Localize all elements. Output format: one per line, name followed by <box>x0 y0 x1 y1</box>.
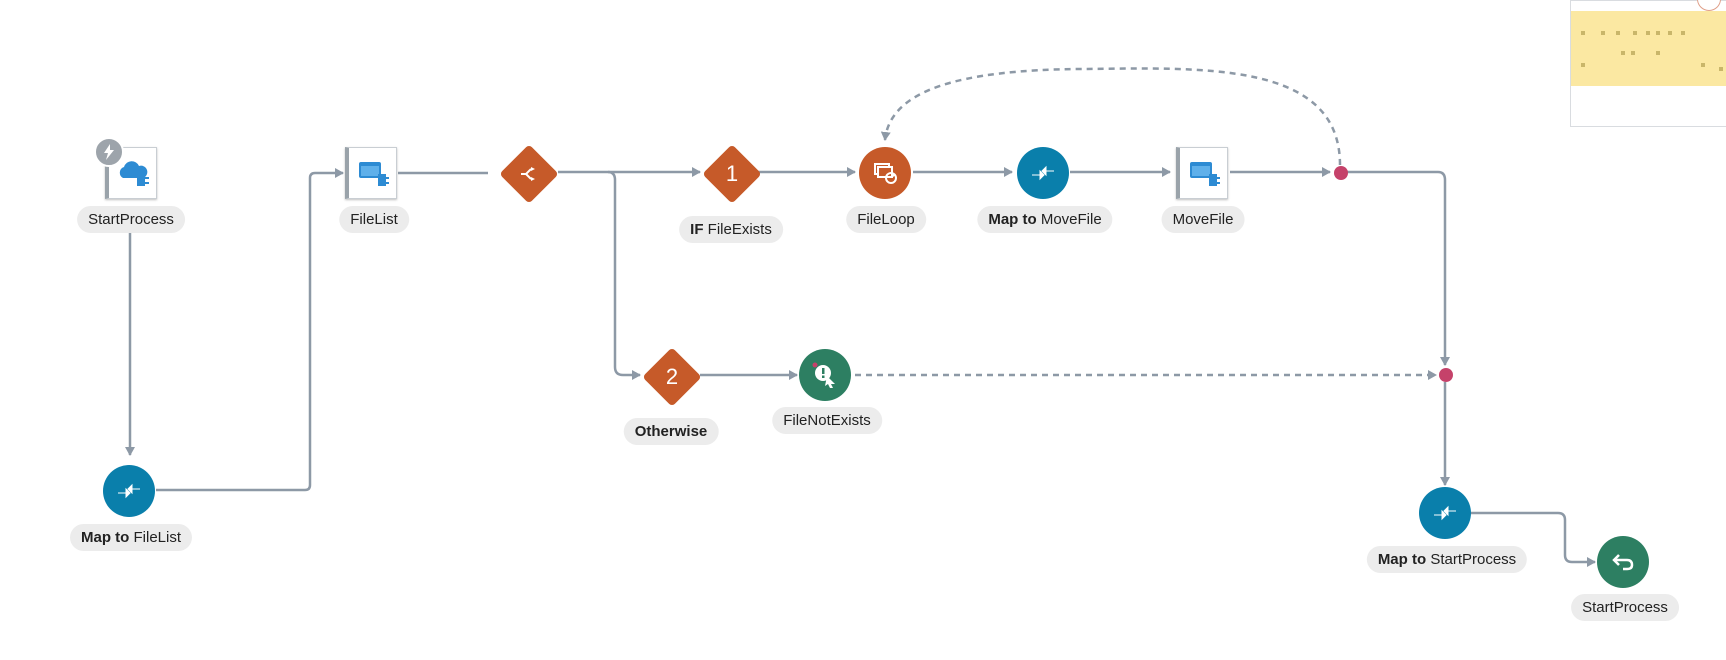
merge-point[interactable] <box>1439 368 1453 382</box>
map-to-filelist-label: Map to FileList <box>69 524 193 551</box>
overview-highlight <box>1571 11 1726 86</box>
return-arrow-icon <box>1597 536 1649 588</box>
map-arrows-icon <box>103 465 155 517</box>
lightning-bolt-icon <box>94 137 124 167</box>
map-arrows-icon <box>1419 487 1471 539</box>
wire-map-to-filelist <box>156 168 344 492</box>
map-arrows-icon <box>1017 147 1069 199</box>
map-to-startprocess-label: Map to StartProcess <box>1366 546 1528 573</box>
wire-switch-to-otherwise <box>607 170 641 380</box>
overview-close-icon[interactable] <box>1697 0 1721 11</box>
filelist-label: FileList <box>339 206 409 233</box>
filenotexists-label: FileNotExists <box>772 407 882 434</box>
if-branch-label: IF FileExists <box>679 216 783 243</box>
canvas-overview-panel[interactable] <box>1570 0 1726 127</box>
start-process-label: StartProcess <box>77 206 185 233</box>
notification-icon <box>799 349 851 401</box>
merge-point[interactable] <box>1334 166 1348 180</box>
otherwise-branch-label: Otherwise <box>623 418 719 445</box>
fileloop-label: FileLoop <box>846 206 926 233</box>
cloud-trigger-icon <box>105 147 157 199</box>
ftp-adapter-icon <box>345 147 397 199</box>
switch-icon <box>499 144 559 204</box>
return-startprocess-label: StartProcess <box>1571 594 1679 621</box>
map-to-movefile-label: Map to MoveFile <box>977 206 1113 233</box>
for-each-loop-icon <box>859 147 911 199</box>
ftp-adapter-icon <box>1176 147 1228 199</box>
wire-loop-back <box>880 67 1342 166</box>
movefile-label: MoveFile <box>1161 206 1245 233</box>
branch-number-1: 1 <box>725 161 739 186</box>
wire-map-to-end <box>1470 511 1596 567</box>
branch-number-2: 2 <box>665 364 679 389</box>
wire-join-to-join2 <box>1340 170 1450 366</box>
